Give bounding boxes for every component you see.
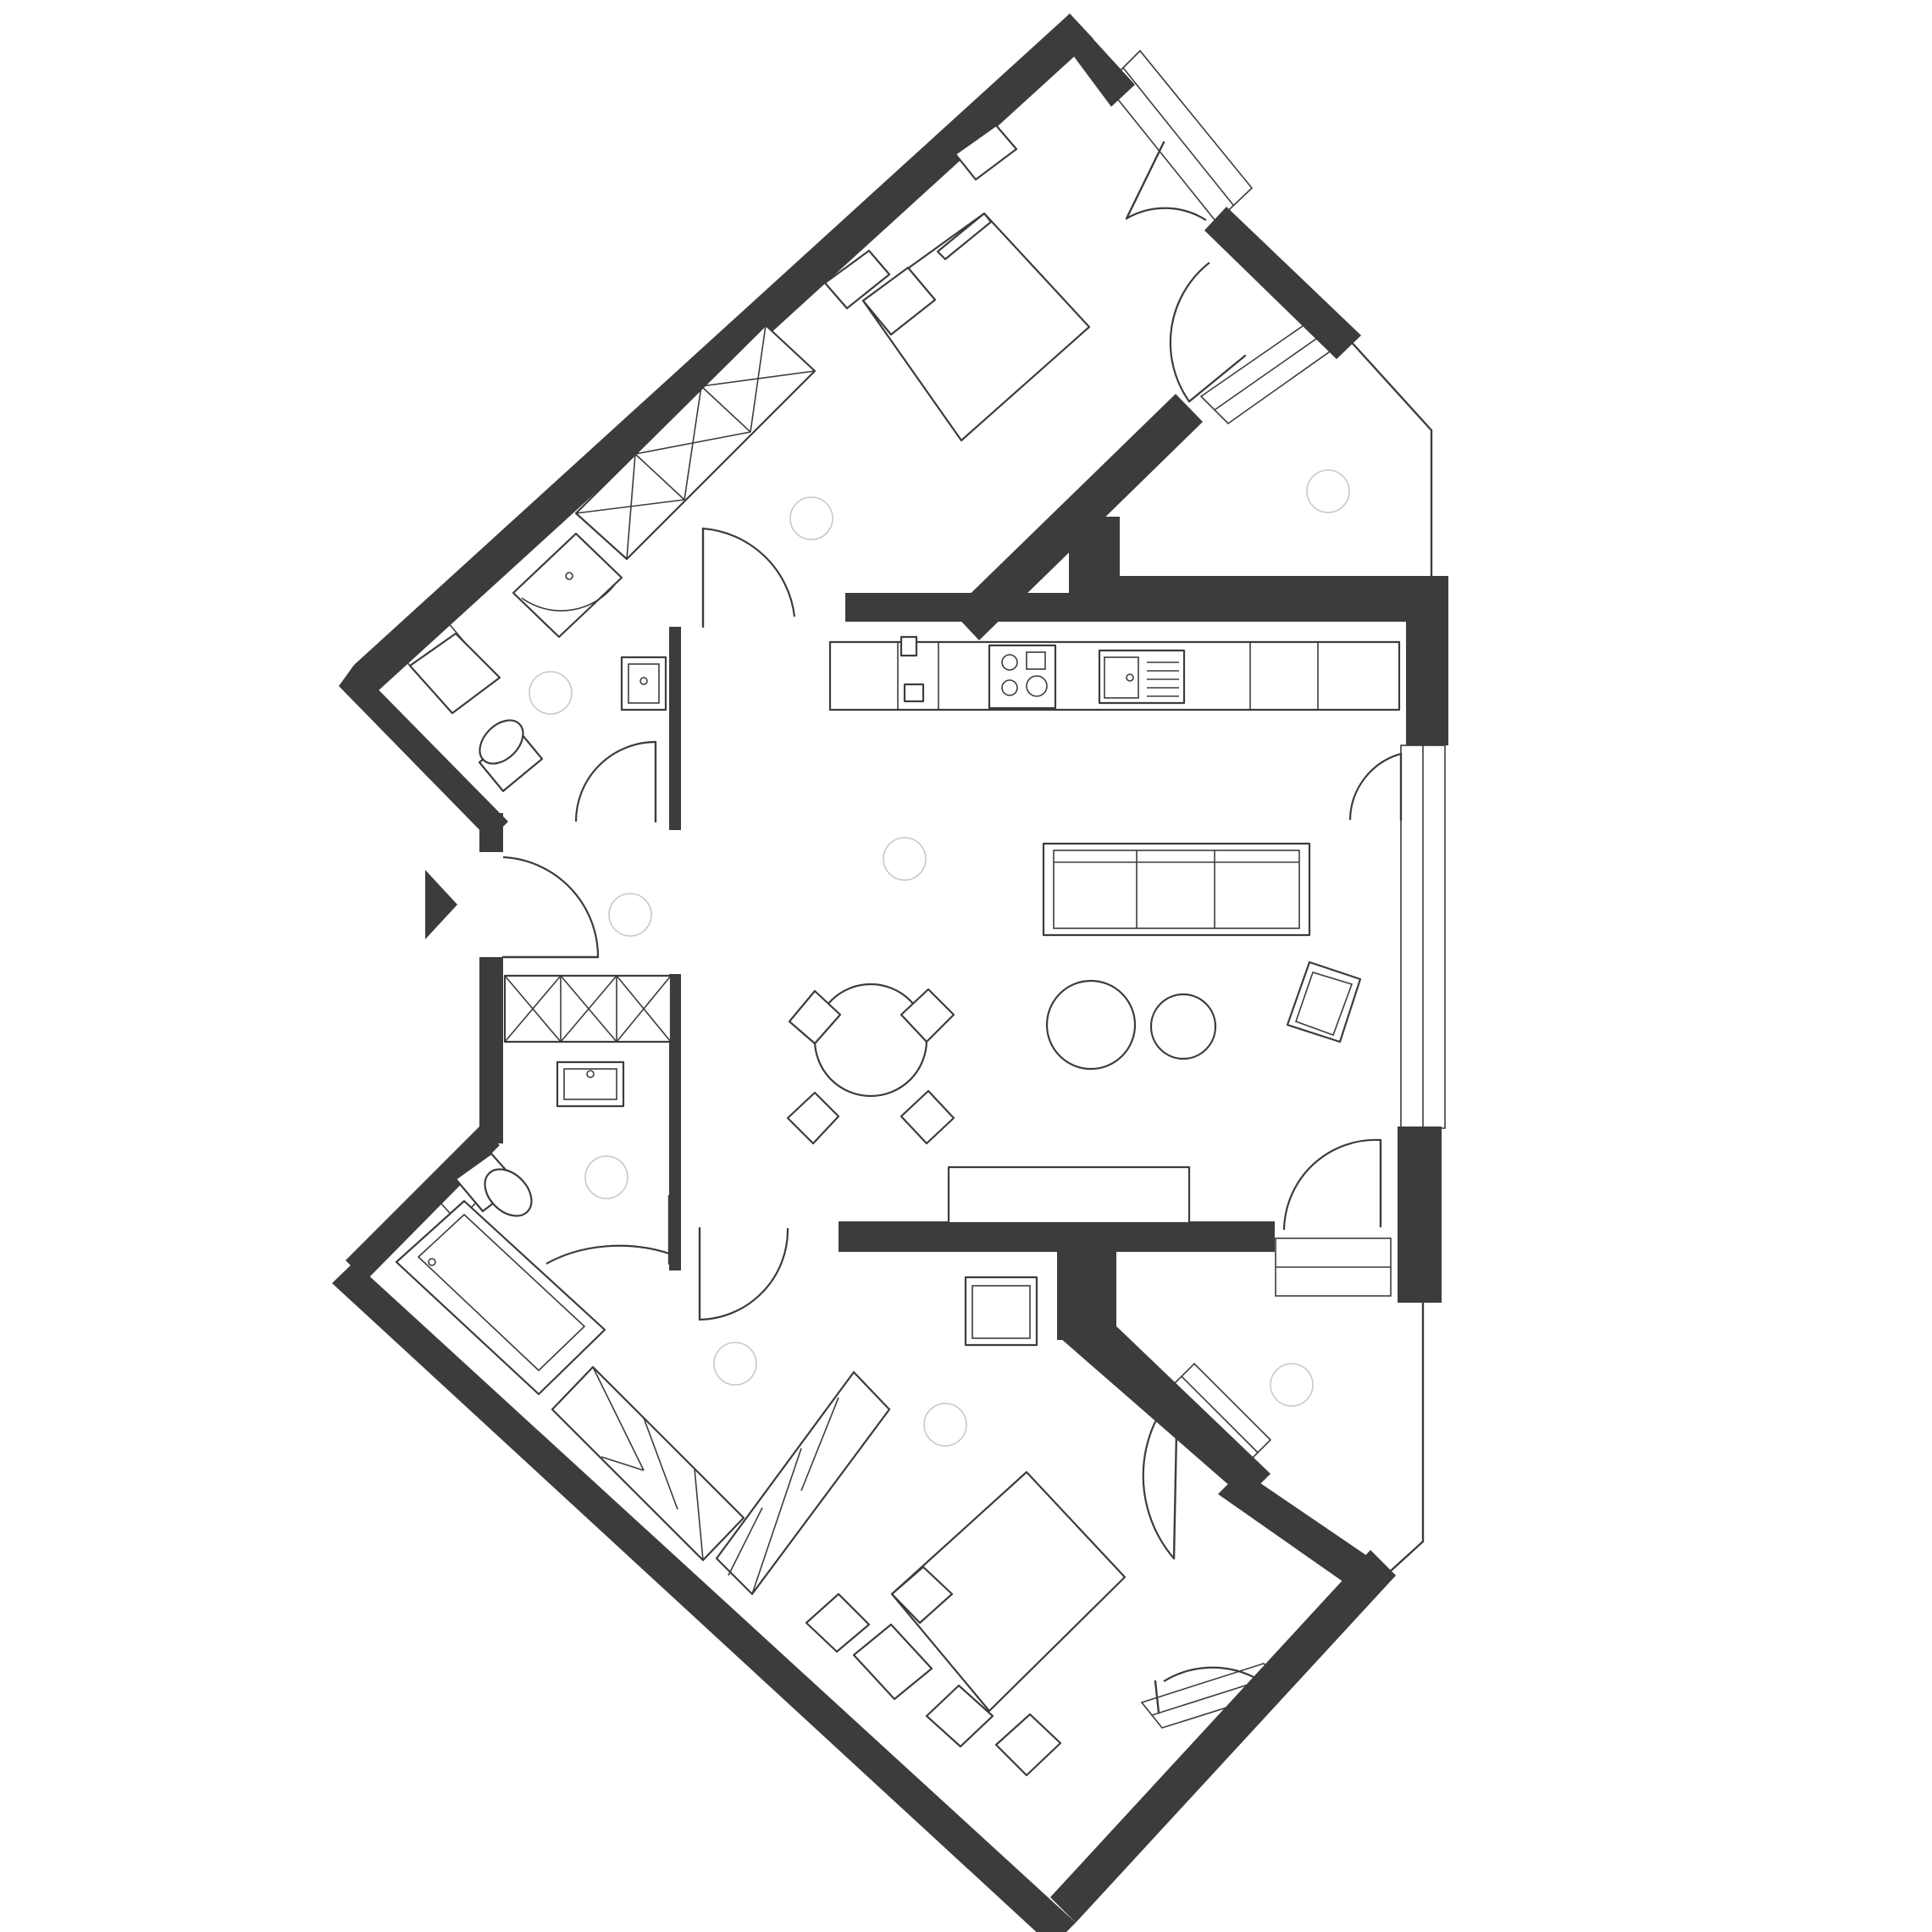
bathroom-door[interactable] bbox=[545, 1194, 671, 1265]
washbasin-icon bbox=[620, 656, 667, 711]
balcony-lower bbox=[1270, 1298, 1425, 1577]
doors bbox=[501, 141, 1403, 1714]
balcony-upper bbox=[1306, 337, 1433, 586]
windows bbox=[390, 49, 1446, 1729]
dining-chair-4 bbox=[900, 1089, 955, 1145]
sofa-icon bbox=[1042, 842, 1311, 937]
wall-lower-left bbox=[332, 1262, 1076, 1932]
living-window-door-lower[interactable] bbox=[1282, 1138, 1382, 1231]
bedroom2-door[interactable] bbox=[698, 1226, 789, 1321]
dining-table-icon bbox=[786, 983, 955, 1145]
wall-right-lower bbox=[1398, 1127, 1442, 1303]
wardrobe-icon bbox=[574, 324, 817, 561]
tv-unit-icon bbox=[947, 1165, 1191, 1225]
hob-icon bbox=[988, 644, 1057, 710]
living-dining bbox=[608, 837, 1362, 1225]
wall-bedroom2-balcony bbox=[1060, 1304, 1270, 1499]
window-bedroom2-balcony bbox=[1167, 1362, 1272, 1467]
wall-bedroom2-right bbox=[1218, 1470, 1396, 1601]
double-bed-icon bbox=[890, 1470, 1127, 1713]
wall-balcony-base-top bbox=[1093, 576, 1448, 610]
wall-top-corner bbox=[1057, 14, 1135, 107]
kitchen bbox=[828, 635, 1401, 711]
window-bedroom1-top bbox=[1104, 49, 1254, 224]
wall-entry-bottom bbox=[479, 957, 503, 1143]
shower-room-door[interactable] bbox=[574, 740, 657, 823]
wall-living-bottom bbox=[839, 1221, 1275, 1252]
dining-chair-2 bbox=[900, 988, 955, 1044]
window-living-right bbox=[1400, 745, 1446, 1129]
sink-icon bbox=[1098, 649, 1186, 705]
window-living-bottom bbox=[1275, 1237, 1392, 1297]
coffee-table-large-icon bbox=[1045, 979, 1137, 1071]
wall-upper-left bbox=[354, 14, 1093, 691]
corner-shower-icon bbox=[512, 532, 623, 639]
armchair-icon bbox=[1286, 960, 1362, 1044]
dining-chair-1 bbox=[788, 989, 842, 1045]
bedroom-1 bbox=[574, 124, 1091, 561]
shower-room bbox=[408, 532, 667, 793]
double-bed-icon bbox=[861, 212, 1091, 442]
coffee-table-small-icon bbox=[1149, 993, 1217, 1060]
wall-wardrobe-side bbox=[669, 974, 681, 1050]
bathroom-toilet-icon bbox=[454, 1152, 533, 1217]
bathroom bbox=[395, 1060, 628, 1396]
wall-left-upper-diag bbox=[339, 665, 508, 840]
bathtub-icon bbox=[395, 1199, 606, 1396]
wall-bottom-corner bbox=[1050, 1550, 1396, 1923]
wall-shower-room-right bbox=[669, 627, 681, 830]
entrance-triangle-icon bbox=[425, 870, 457, 939]
entrance-door[interactable] bbox=[501, 855, 600, 959]
bedroom2-wardrobe-icon bbox=[551, 1365, 891, 1596]
wall-bedroom1-right bbox=[1204, 207, 1361, 359]
living-window-door-upper[interactable] bbox=[1348, 752, 1403, 822]
nightstand-lower-right bbox=[994, 1713, 1062, 1777]
wall-pillar-upper bbox=[1069, 517, 1120, 610]
nightstand-lower-left bbox=[805, 1592, 871, 1653]
wall-left-lower-diag bbox=[346, 1127, 500, 1281]
structural-walls bbox=[332, 14, 1448, 1932]
shower-room-cabinet bbox=[408, 632, 501, 715]
balcony2-door[interactable] bbox=[1142, 1387, 1179, 1560]
fridge-icon bbox=[900, 635, 925, 703]
balcony1-door[interactable] bbox=[1169, 262, 1247, 403]
dining-chair-3 bbox=[786, 1091, 840, 1145]
nightstand-lower bbox=[823, 249, 891, 310]
window-bedroom1-balcony bbox=[1199, 318, 1340, 425]
nightstand-upper bbox=[954, 124, 1018, 181]
bedroom2-nightstand-2 bbox=[852, 1623, 994, 1748]
wall-bathroom-right bbox=[669, 1050, 681, 1270]
hallway-wardrobe bbox=[503, 974, 673, 1044]
window-bedroom2-bottom bbox=[1140, 1663, 1287, 1729]
toilet-icon bbox=[478, 719, 544, 793]
bedroom2-window-door[interactable] bbox=[1154, 1666, 1254, 1714]
wall-right-upper bbox=[1406, 593, 1448, 745]
bedroom1-door[interactable] bbox=[701, 527, 796, 628]
bedroom1-window-door[interactable] bbox=[1125, 141, 1207, 221]
bedroom-2 bbox=[551, 1276, 1127, 1777]
bedroom2-armchair-icon bbox=[964, 1276, 1038, 1347]
bathroom-washbasin-icon bbox=[556, 1060, 625, 1108]
